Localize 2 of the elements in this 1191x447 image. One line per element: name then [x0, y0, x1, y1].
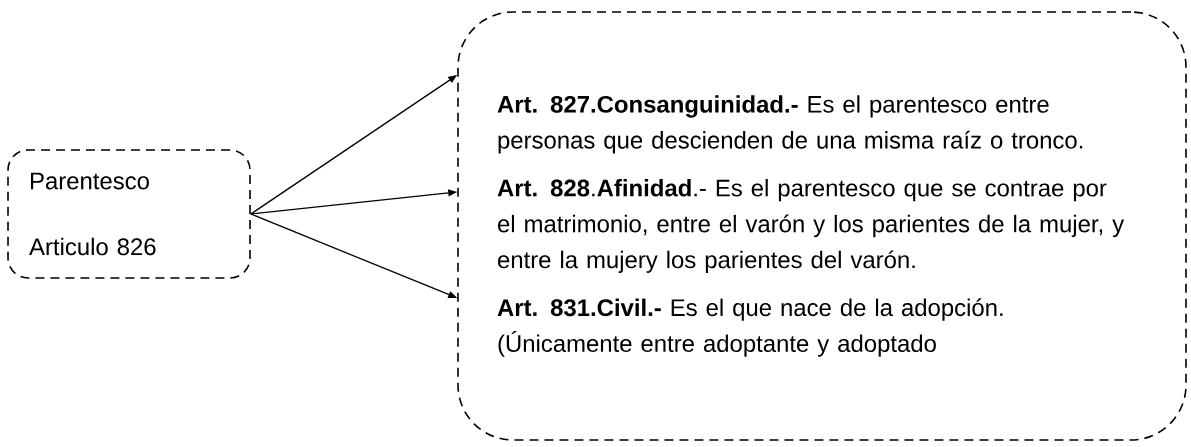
text-box: Art. 827.Consanguinidad.- Es el parentesco entre personas que descienden de una misma raíz o tronco. Art. 828.Afinidad.- Es el parentesco que se contrae por el matrimonio, entre el varón y los parientes de la mujer, y entre la mujery los parientes del varón. Art. 831.Civil.- Es el que nace de la adopción. (Únicamente entre adoptante y adoptado [457, 11, 1187, 441]
text-box: Parentesco Articulo 826 [7, 149, 251, 279]
